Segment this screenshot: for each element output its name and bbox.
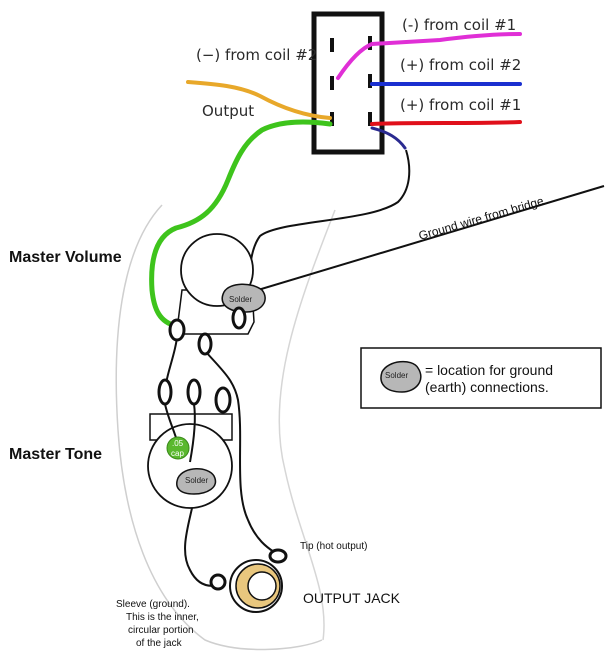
label-output-jack: OUTPUT JACK (303, 590, 401, 606)
label-sleeve-3: circular portion (128, 625, 194, 636)
legend-line-2: (earth) connections. (425, 379, 549, 395)
wire-ground-switch-to-volume (247, 149, 411, 297)
solder-label: Solder (229, 295, 252, 304)
master-volume-pot: Solder (168, 233, 266, 356)
switch-lug-left-3 (330, 112, 334, 126)
label-sleeve-4: of the jack (136, 638, 183, 649)
switch-lug-left-1 (330, 38, 334, 52)
switch-lug-right-3 (368, 112, 372, 126)
capacitor (166, 436, 190, 460)
wire-orange-output (186, 80, 332, 120)
solder-label-tone: Solder (185, 476, 208, 485)
label-sleeve-2: This is the inner, (126, 612, 199, 623)
label-plus-coil1: (+) from coil #1 (400, 96, 521, 114)
wire-green (149, 119, 333, 329)
pickguard-outline-inner (278, 209, 336, 641)
wire-blue-jumper (370, 126, 407, 150)
wire-volume-to-jack (205, 351, 275, 553)
pickguard-outline (115, 204, 323, 651)
solder-blob (221, 283, 266, 313)
label-master-volume: Master Volume (9, 249, 122, 266)
legend-line-1: = location for ground (425, 362, 553, 378)
switch-lug-right-2 (368, 74, 372, 88)
switch-lug-left-2 (330, 76, 334, 90)
legend-solder-blob (380, 360, 422, 393)
label-output: Output (202, 102, 254, 120)
wire-red (370, 120, 522, 126)
label-master-tone: Master Tone (9, 446, 102, 463)
cap-value: .05 (172, 439, 184, 448)
legend-solder-label: Solder (385, 371, 408, 380)
legend: Solder = location for ground (earth) con… (360, 347, 602, 409)
label-minus-coil2: (−) from coil #2 (196, 46, 317, 64)
label-sleeve-1: Sleeve (ground). (116, 599, 190, 610)
label-minus-coil1: (-) from coil #1 (402, 16, 516, 34)
label-plus-coil2: (+) from coil #2 (400, 56, 521, 74)
label-ground-wire: Ground wire from bridge (417, 194, 546, 243)
solder-blob-tone (176, 468, 217, 495)
label-tip: Tip (hot output) (300, 541, 367, 552)
wire-magenta (336, 32, 522, 80)
wire-ground-bridge (237, 185, 605, 297)
output-jack (209, 548, 288, 613)
master-tone-pot: .05 cap Solder (147, 378, 233, 509)
cap-label: cap (171, 449, 184, 458)
